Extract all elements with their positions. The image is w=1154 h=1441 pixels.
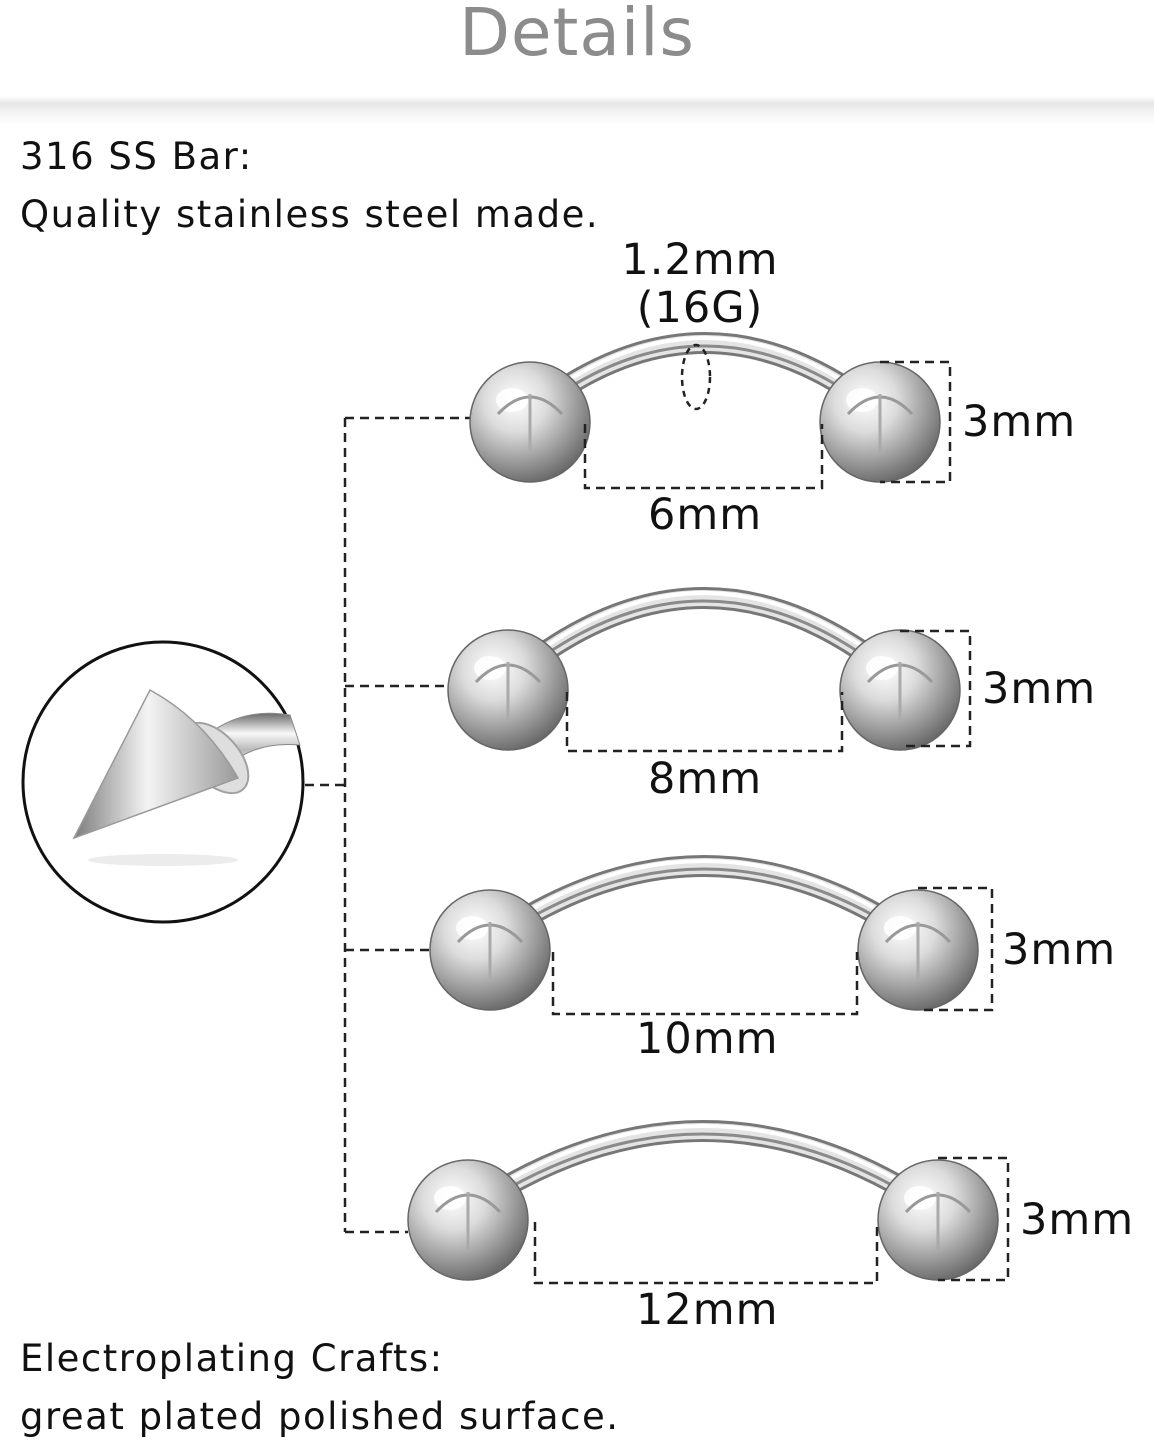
ball-shine bbox=[846, 388, 878, 412]
length-label-6mm: 6mm bbox=[648, 490, 763, 540]
ball-label-1: 3mm bbox=[962, 397, 1077, 447]
bar-highlight bbox=[506, 591, 902, 677]
bar-body bbox=[522, 335, 888, 420]
header-divider bbox=[0, 96, 1154, 126]
crafts-title: Electroplating Crafts: bbox=[20, 1337, 444, 1380]
length-bracket bbox=[533, 1222, 879, 1285]
length-label-12mm: 12mm bbox=[636, 1285, 779, 1335]
gauge-label: 1.2mm (16G) bbox=[600, 236, 800, 332]
bar-body bbox=[460, 1123, 946, 1218]
left-ball bbox=[469, 361, 591, 483]
ball-bracket bbox=[880, 360, 952, 484]
right-ball bbox=[857, 889, 979, 1011]
ball-bracket bbox=[900, 629, 972, 748]
barbell-2 bbox=[447, 587, 972, 753]
bar-body bbox=[482, 858, 926, 948]
barbell-3 bbox=[429, 855, 994, 1016]
page-title: Details bbox=[459, 0, 695, 71]
bar-shadow bbox=[507, 599, 901, 685]
material-description: Quality stainless steel made. bbox=[20, 193, 600, 236]
ball-bracket bbox=[918, 886, 994, 1012]
bar-highlight bbox=[528, 336, 882, 409]
length-label-8mm: 8mm bbox=[648, 754, 763, 804]
right-ball bbox=[819, 361, 941, 483]
length-bracket bbox=[551, 952, 859, 1016]
material-title: 316 SS Bar: bbox=[20, 135, 253, 178]
length-bracket bbox=[565, 692, 844, 753]
ball-shine bbox=[474, 656, 506, 680]
length-bracket bbox=[583, 424, 824, 490]
ball-label-3: 3mm bbox=[1002, 925, 1117, 975]
gauge-marker bbox=[680, 343, 712, 411]
length-label-10mm: 10mm bbox=[636, 1014, 779, 1064]
bar-highlight bbox=[466, 1124, 940, 1207]
barbells bbox=[407, 332, 1010, 1285]
gauge-mm: 1.2mm bbox=[621, 235, 779, 285]
ball-shine bbox=[456, 916, 488, 940]
right-ball bbox=[839, 629, 961, 751]
bar-body bbox=[500, 590, 908, 688]
ball-shine bbox=[496, 388, 528, 412]
left-ball bbox=[429, 889, 551, 1011]
crafts-description: great plated polished surface. bbox=[20, 1395, 620, 1438]
ball-label-4: 3mm bbox=[1020, 1195, 1135, 1245]
bar-highlight bbox=[488, 859, 920, 937]
gauge-g: (16G) bbox=[636, 283, 764, 333]
spike-detail bbox=[21, 640, 305, 924]
ball-bracket bbox=[938, 1156, 1010, 1282]
bar-shadow bbox=[529, 344, 881, 417]
tree-connectors bbox=[305, 416, 470, 1234]
left-ball bbox=[447, 629, 569, 751]
bar-shadow bbox=[489, 867, 919, 945]
left-ball bbox=[407, 1159, 529, 1281]
barbell-4 bbox=[407, 1120, 1010, 1285]
bar-shadow bbox=[467, 1132, 939, 1215]
right-ball bbox=[877, 1159, 999, 1281]
ball-shine bbox=[434, 1186, 466, 1210]
ball-shine bbox=[884, 916, 916, 940]
ball-shine bbox=[904, 1186, 936, 1210]
ball-label-2: 3mm bbox=[982, 664, 1097, 714]
ball-shine bbox=[866, 656, 898, 680]
barbell-1 bbox=[469, 332, 952, 490]
